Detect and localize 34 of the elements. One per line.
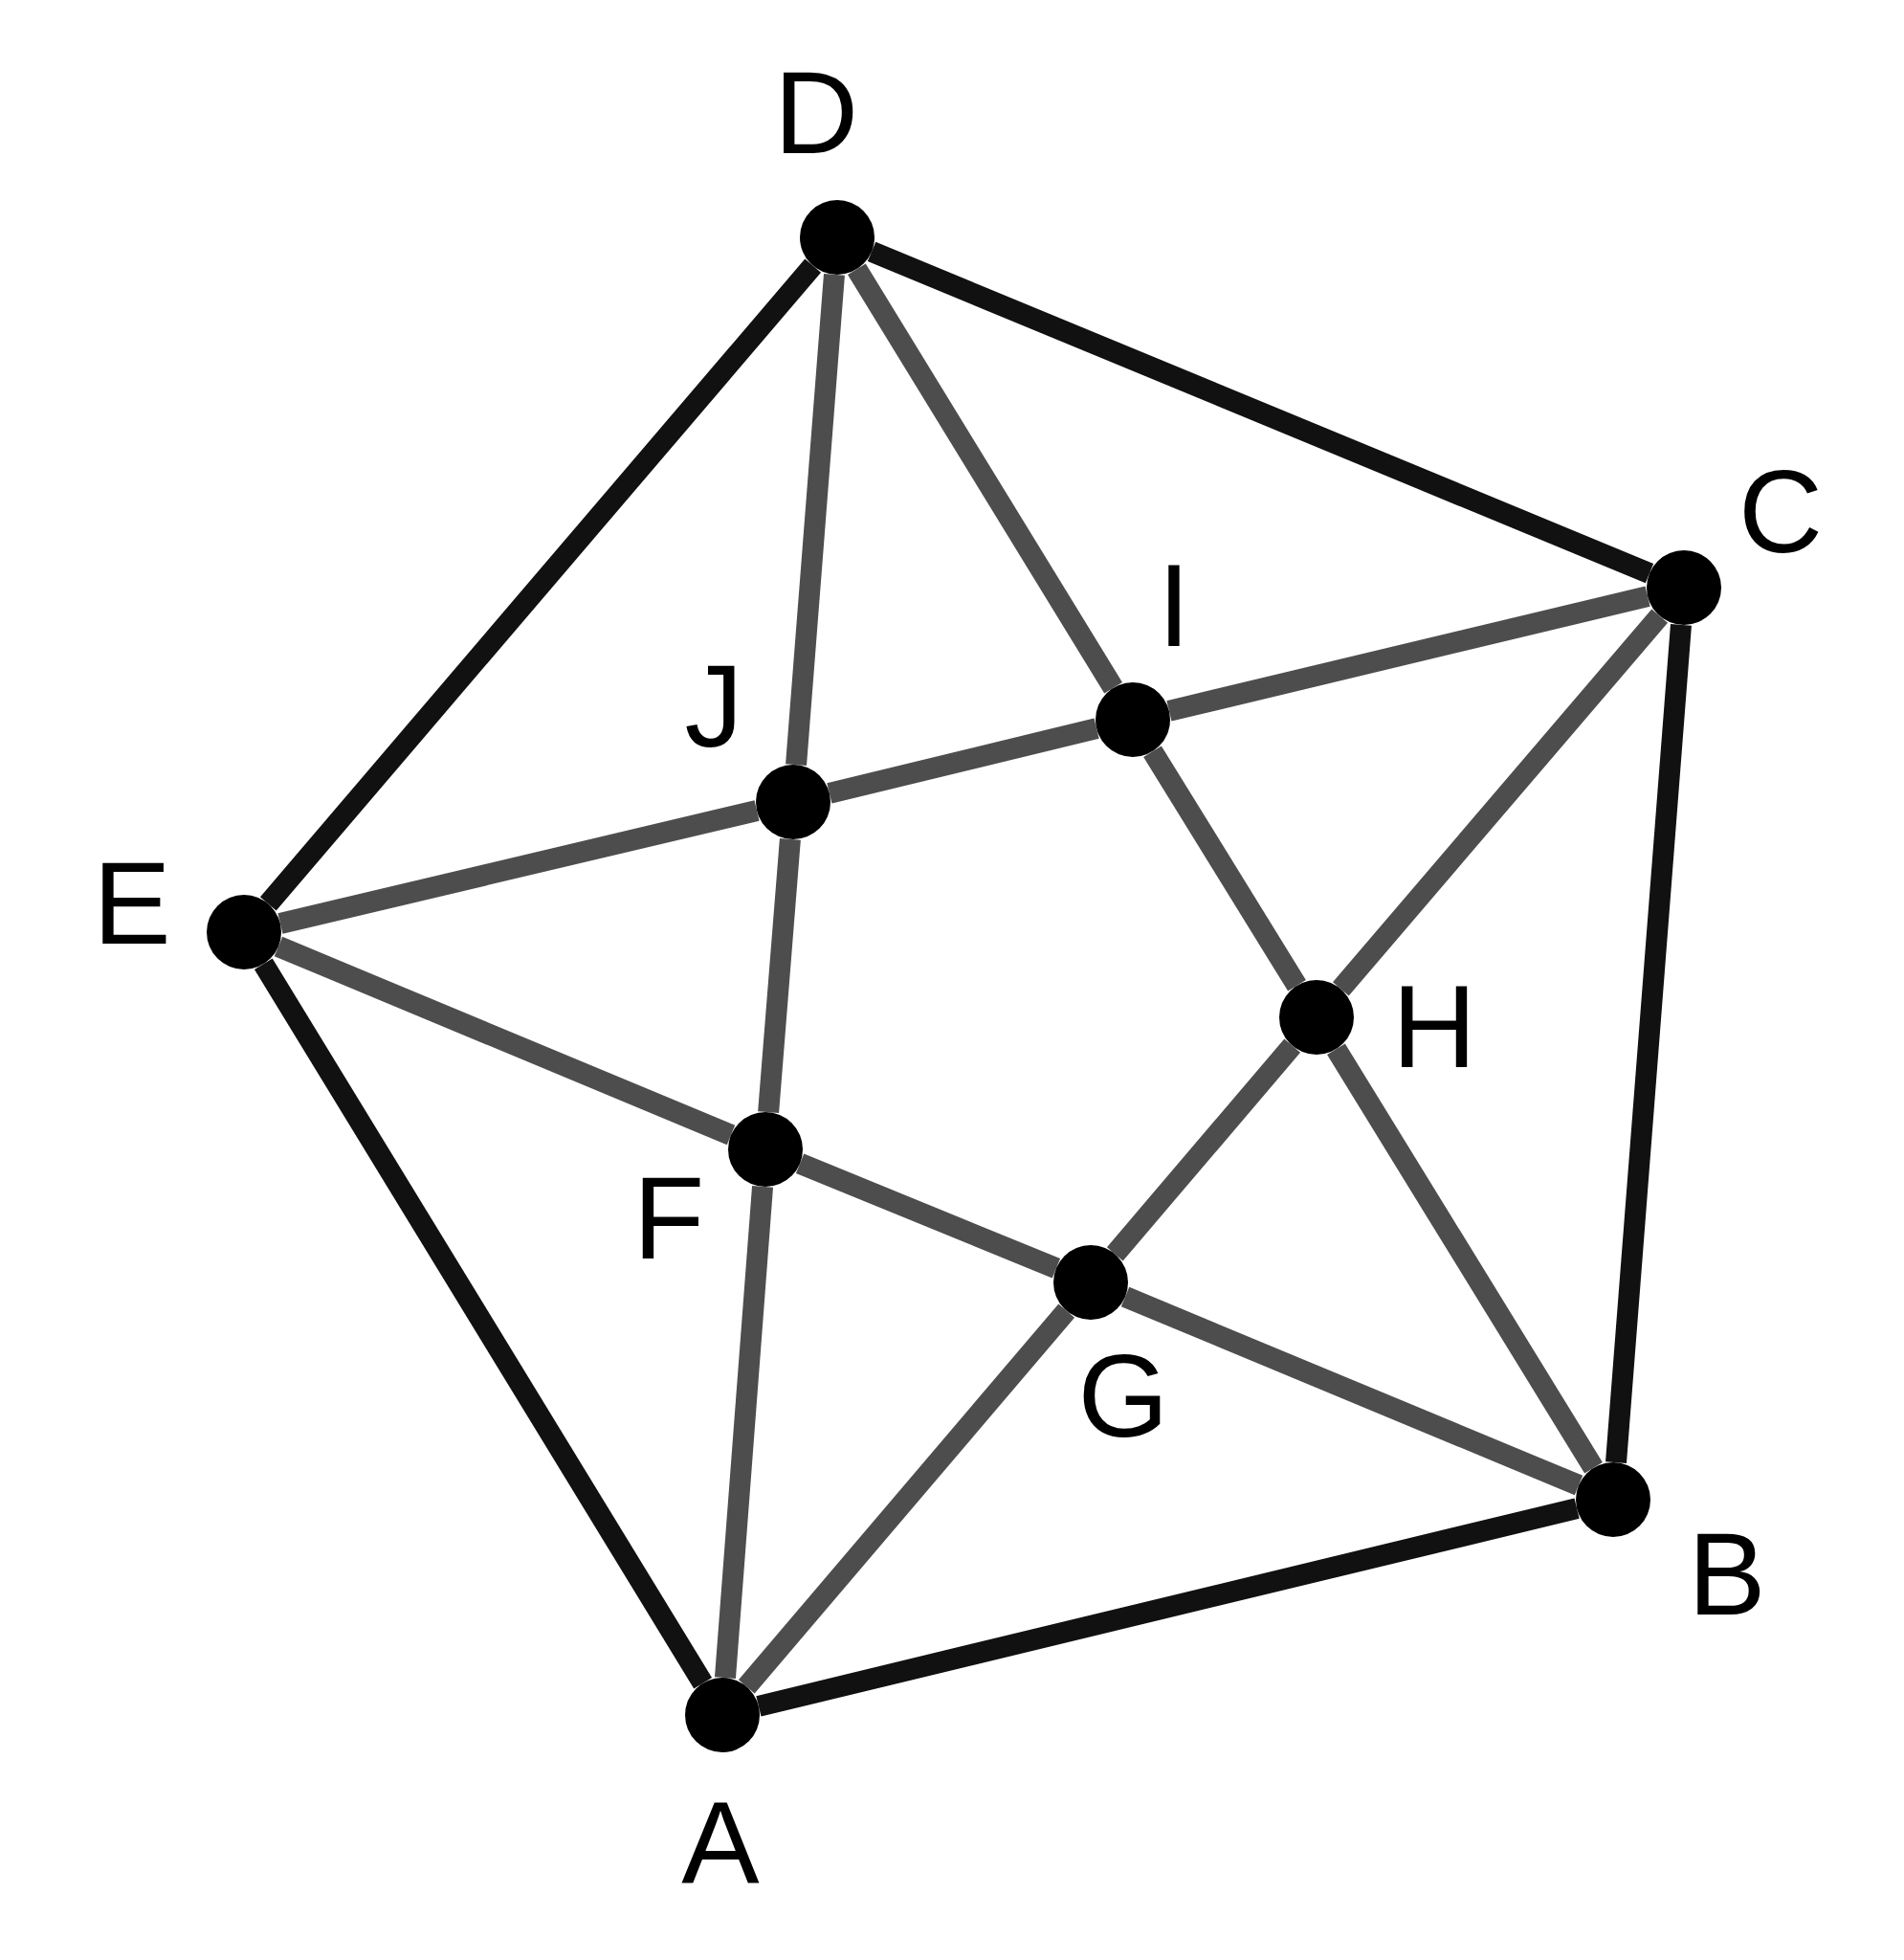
vertex-dot	[800, 200, 875, 275]
graph-edge	[1143, 746, 1306, 991]
graph-edge	[827, 718, 1099, 804]
vertex-label: A	[681, 1785, 760, 1902]
vertex-label: J	[684, 648, 743, 765]
vertex-label: C	[1738, 454, 1824, 570]
vertex-label: G	[1077, 1338, 1169, 1455]
vertex-dot	[207, 895, 281, 969]
graph-edge	[848, 263, 1122, 694]
graph-edge	[786, 274, 845, 766]
graph-edge	[758, 838, 801, 1113]
graph-edge	[867, 241, 1654, 584]
graph-edge	[1106, 1038, 1301, 1261]
graph-edge	[1327, 1043, 1603, 1474]
graph-edge	[715, 1186, 773, 1679]
graph-edge	[259, 258, 822, 911]
graph-edge	[254, 958, 713, 1689]
graph-edge	[274, 936, 736, 1146]
graph-edge	[1605, 624, 1692, 1463]
vertex-label: E	[93, 845, 171, 962]
vertex-label: D	[773, 55, 859, 171]
graph-edge	[756, 1498, 1580, 1717]
vertex-label: H	[1391, 969, 1477, 1085]
vertex-dot	[1096, 682, 1170, 757]
vertex-label: B	[1688, 1516, 1766, 1633]
vertex-dot	[1053, 1245, 1128, 1320]
graph-edge	[1166, 586, 1650, 722]
vertex-label: F	[632, 1160, 705, 1277]
graph-edge	[277, 800, 760, 934]
graph-edge	[1120, 1286, 1583, 1496]
graph-edge	[1333, 609, 1668, 996]
graph-edge	[795, 1153, 1061, 1279]
graph-edge	[738, 1303, 1075, 1694]
vertex-label: I	[1158, 547, 1190, 664]
